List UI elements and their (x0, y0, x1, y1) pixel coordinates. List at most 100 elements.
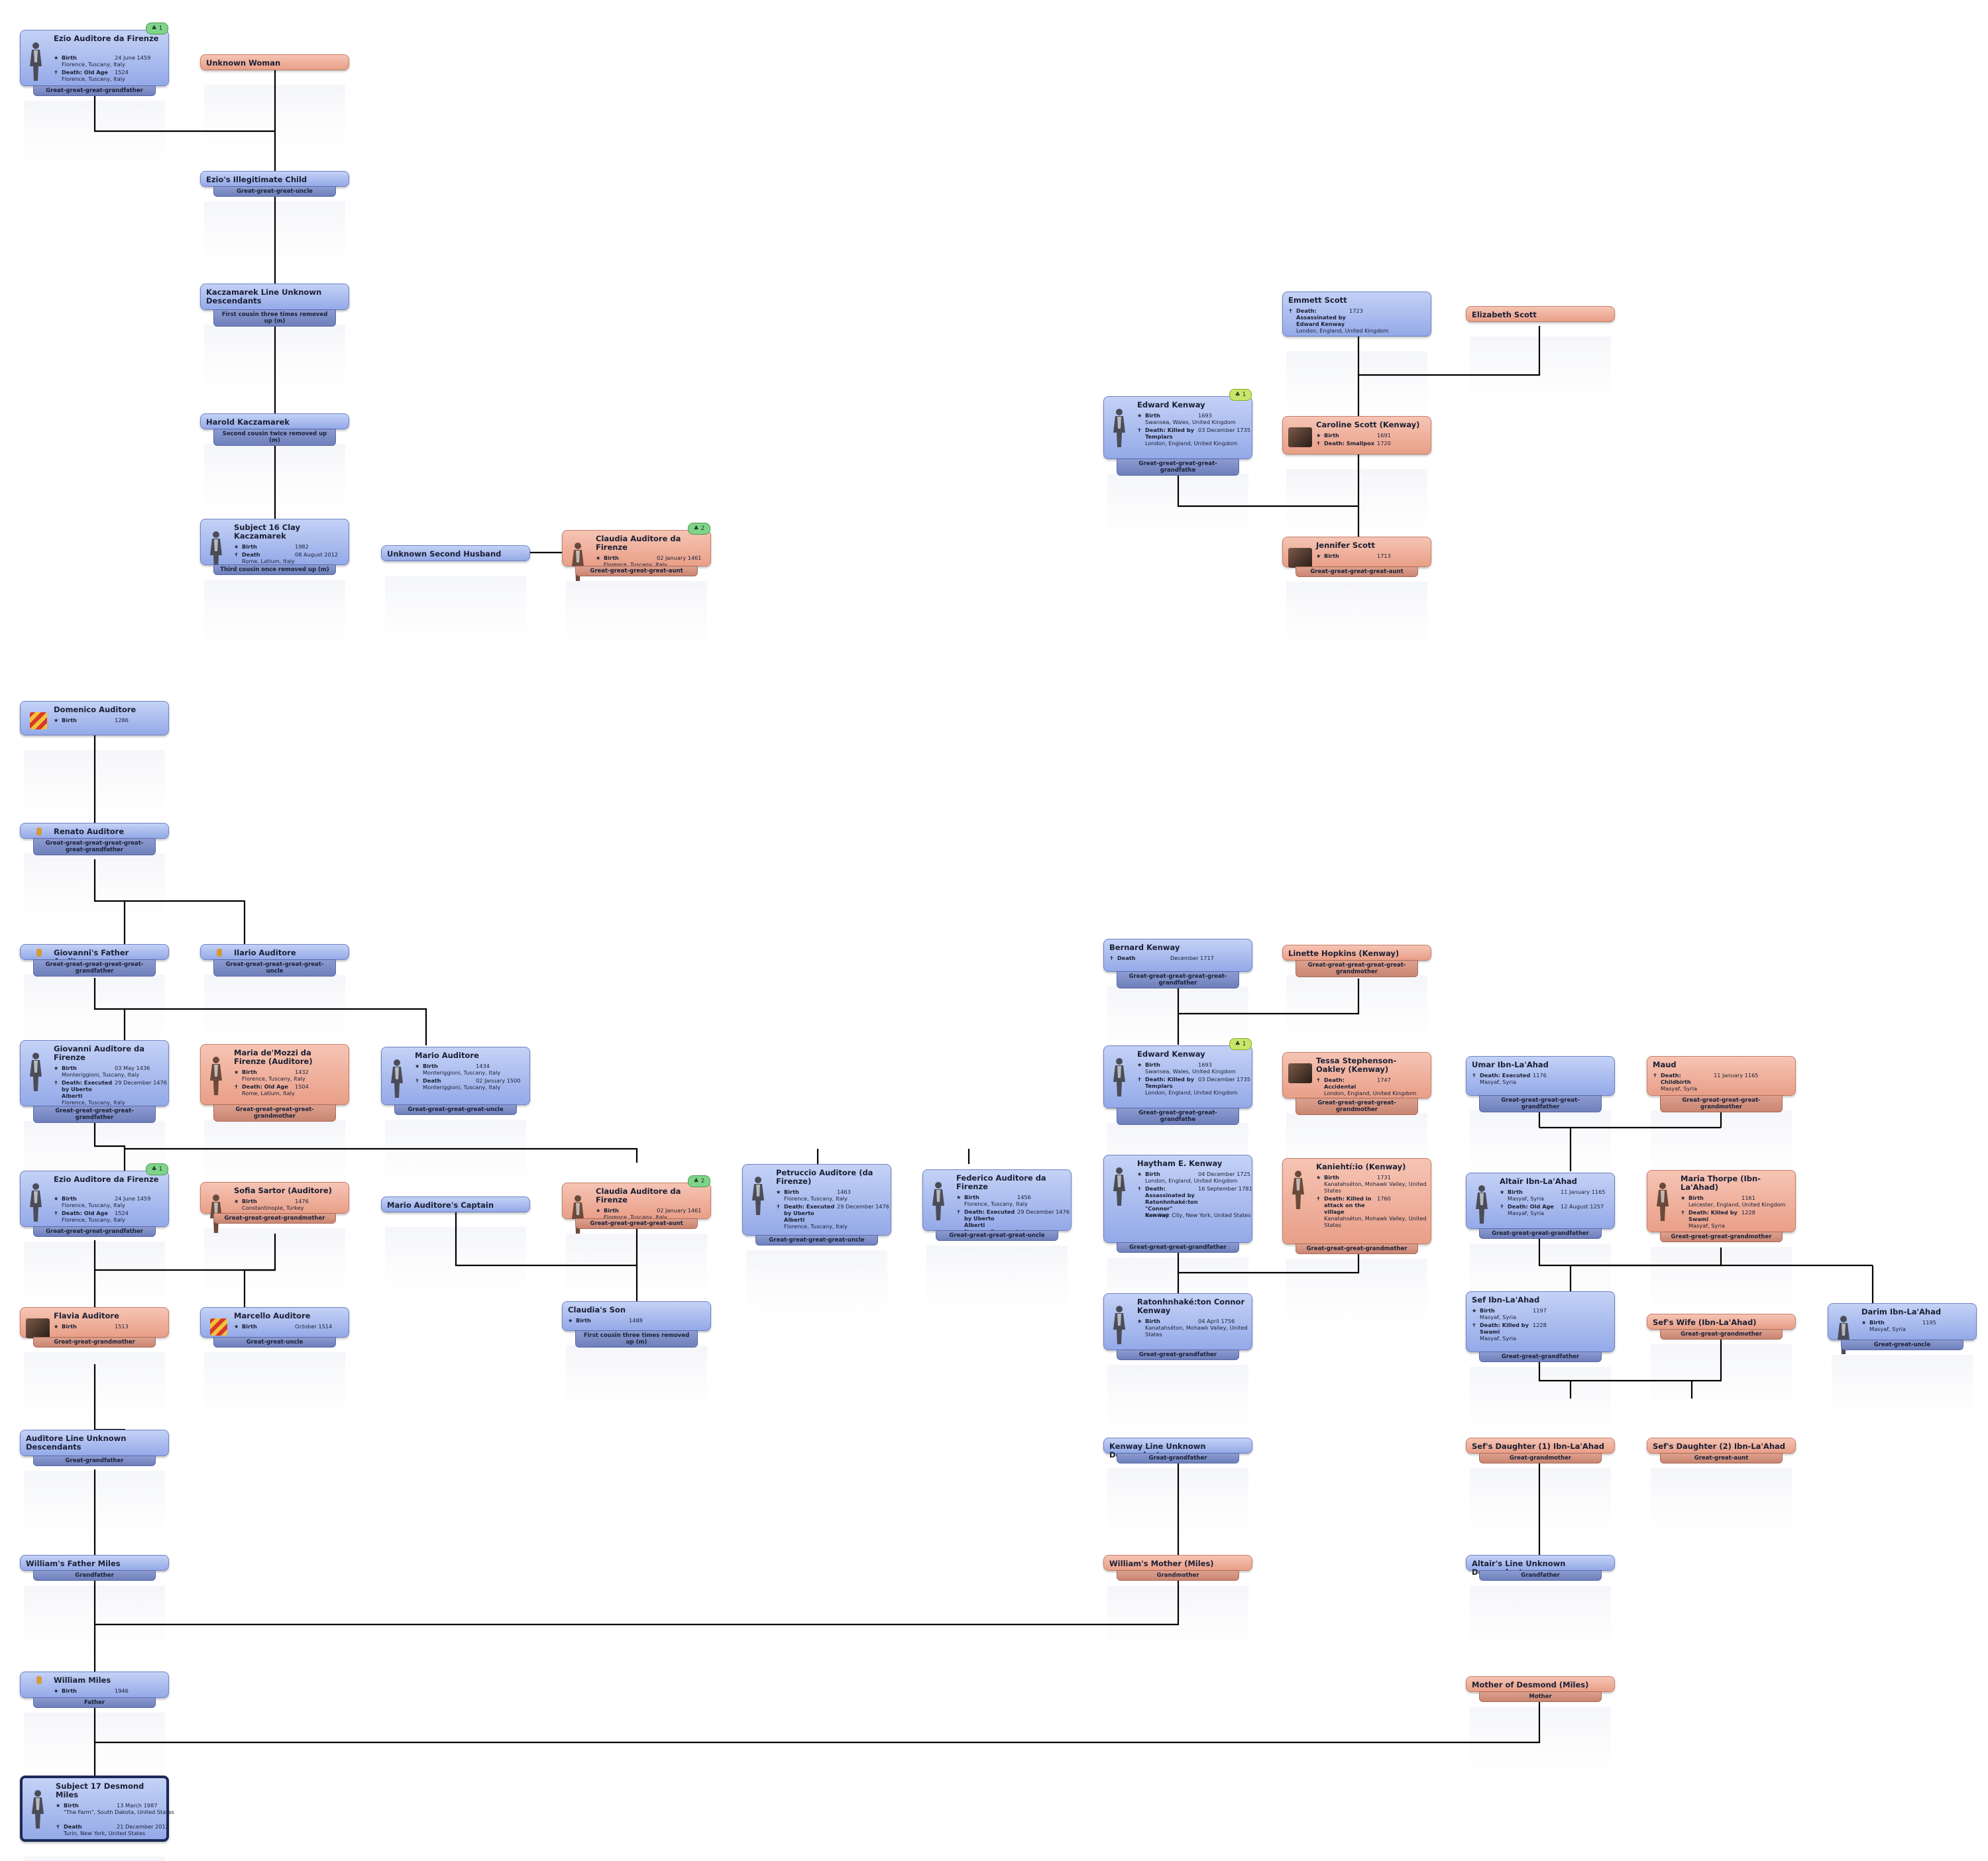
person-name: William Miles (54, 1675, 111, 1685)
event-date: 08 August 2012 (295, 551, 339, 558)
person-card-emmett[interactable]: Emmett Scott✝Death: Assassinated by Edwa… (1282, 292, 1431, 337)
event-label: Birth (576, 1317, 591, 1324)
person-card-william-father[interactable]: William's Father Miles (20, 1555, 169, 1571)
person-name: Maria Thorpe (Ibn-La'Ahad) (1681, 1174, 1761, 1192)
person-card-sef-daughter2[interactable]: Sef's Daughter (2) Ibn-La'Ahad (1647, 1438, 1796, 1454)
tree-count-badge[interactable]: ♣ 2 (688, 1175, 710, 1187)
person-name: Kaniehtí:io (Kenway) (1316, 1162, 1406, 1171)
relationship-label: Great-great-great-great-great-grandmothe… (1296, 960, 1418, 977)
event-place: Florence, Tuscany, Italy (62, 1216, 125, 1223)
person-name: Tessa Stephenson-Oakley (Kenway) (1316, 1056, 1397, 1074)
event-place: Kanatahséton, Mohawk Valley, United Stat… (1324, 1215, 1427, 1228)
person-card-kaczamarek-line[interactable]: Kaczamarek Line Unknown Descendants (200, 284, 349, 310)
event-label: Death: Childbirth (1661, 1072, 1691, 1085)
tree-count-badge[interactable]: ♣ 1 (146, 1163, 168, 1175)
event-date: 21 December 2012 (117, 1823, 169, 1830)
birth-star-icon: ★ (956, 1194, 962, 1200)
event-label: Birth (784, 1189, 799, 1195)
event-label: Death: Old Age (242, 1083, 288, 1090)
person-card-mario-captain[interactable]: Mario Auditore's Captain (381, 1196, 530, 1212)
node-shade (204, 1352, 345, 1445)
event-place: Constantinople, Turkey (242, 1204, 304, 1211)
event-date: 1504 (295, 1083, 309, 1090)
person-card-unknown-husband[interactable]: Unknown Second Husband (381, 545, 530, 561)
relationship-label: First cousin three times removed up (m) (213, 309, 336, 327)
person-card-unknown-woman[interactable]: Unknown Woman (200, 54, 349, 70)
person-card-harold[interactable]: Harold Kaczamarek (200, 413, 349, 429)
birth-star-icon: ★ (54, 1687, 59, 1694)
tree-count-badge[interactable]: ♣ 1 (146, 23, 168, 34)
relationship-label: Great-great-aunt (1660, 1453, 1783, 1463)
person-name: Darim Ibn-La'Ahad (1861, 1307, 1942, 1316)
event-date: 1720 (1377, 440, 1391, 447)
person-card-ezio-child[interactable]: Ezio's Illegitimate Child (200, 171, 349, 187)
person-portrait-icon (30, 1183, 42, 1222)
event-label: Birth (242, 543, 257, 550)
person-card-sef-wife[interactable]: Sef's Wife (Ibn-La'Ahad) (1647, 1314, 1796, 1330)
person-portrait-icon (1292, 1171, 1304, 1209)
person-card-desmond-mother[interactable]: Mother of Desmond (Miles) (1466, 1676, 1615, 1692)
relationship-label: Grandmother (1117, 1570, 1239, 1581)
event-place: Swansea, Wales, United Kingdom (1145, 1068, 1236, 1075)
event-date: 1524 (115, 69, 129, 76)
person-name: Elizabeth Scott (1472, 310, 1537, 319)
person-card-ilario[interactable]: Ilario Auditore (200, 944, 349, 960)
person-card-giovanni-father[interactable]: Giovanni's Father Auditore (20, 944, 169, 966)
relationship-label: Great-great-grandfather (1117, 1350, 1239, 1360)
birth-star-icon: ★ (1137, 1318, 1142, 1324)
tree-count-badge[interactable]: ♣ 2 (688, 523, 710, 535)
event-place: Rome, Latium, Italy (242, 558, 295, 564)
person-photo-icon (1288, 548, 1312, 568)
person-card-elizabeth[interactable]: Elizabeth Scott (1466, 306, 1615, 322)
tree-count-badge[interactable]: ♣ 1 (1229, 1038, 1252, 1050)
birth-star-icon: ★ (1500, 1189, 1505, 1195)
person-card-william-mother[interactable]: William's Mother (Miles) (1103, 1555, 1252, 1571)
person-card-sef-daughter1[interactable]: Sef's Daughter (1) Ibn-La'Ahad (1466, 1438, 1615, 1454)
person-card-linette[interactable]: Linette Hopkins (Kenway) (1282, 945, 1431, 961)
person-card-auditore-line[interactable]: Auditore Line Unknown Descendants (20, 1430, 169, 1456)
person-card-renato[interactable]: Renato Auditore (20, 823, 169, 839)
person-card-altair-line[interactable]: Altaïr's Line Unknown Descendants (1466, 1555, 1615, 1577)
person-card-tessa[interactable]: Tessa Stephenson-Oakley (Kenway)✝Death: … (1282, 1052, 1431, 1098)
relationship-label: Great-great-great-great-uncle (755, 1235, 878, 1246)
node-shade (566, 1346, 707, 1438)
person-card-kenway-line[interactable]: Kenway Line Unknown Descendants (1103, 1438, 1252, 1460)
event-date: 1286 (115, 717, 129, 723)
person-card-maria-mozzi[interactable]: Maria de'Mozzi da Firenze (Auditore)★Bir… (200, 1044, 349, 1105)
tree-count-badge[interactable]: ♣ 1 (1229, 389, 1252, 401)
death-cross-icon: ✝ (234, 1083, 239, 1090)
birth-star-icon: ★ (568, 1317, 573, 1324)
death-cross-icon: ✝ (1137, 427, 1142, 433)
event-place: Rome, Latium, Italy (242, 1090, 295, 1096)
